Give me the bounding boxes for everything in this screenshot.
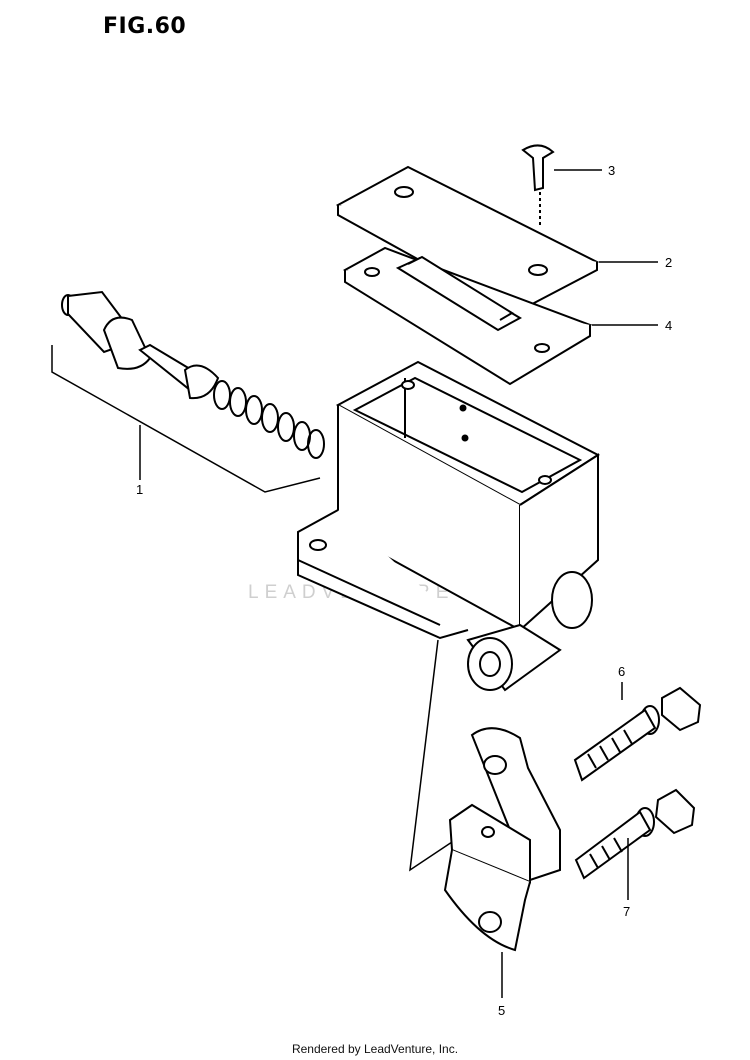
callout-2: 2 xyxy=(665,255,672,270)
part-5-clamp xyxy=(443,727,561,952)
part-7-bolt xyxy=(574,788,696,880)
footer-credit: Rendered by LeadVenture, Inc. xyxy=(291,1042,459,1056)
part-2-cap xyxy=(335,165,600,315)
master-cylinder-body xyxy=(297,360,600,692)
spring-coils xyxy=(213,380,325,459)
callout-4: 4 xyxy=(665,318,672,333)
part-3-screw xyxy=(521,144,555,228)
callout-5: 5 xyxy=(498,1003,505,1018)
callout-3: 3 xyxy=(608,163,615,178)
part-6-bolt xyxy=(573,686,702,782)
callout-7: 7 xyxy=(623,904,630,919)
part-4-diaphragm xyxy=(343,246,593,386)
callout-numbers: 3 2 4 1 6 7 5 xyxy=(136,163,672,1018)
part-1-piston xyxy=(61,290,325,459)
leader-body-to-clamp xyxy=(409,639,471,872)
callout-6: 6 xyxy=(618,664,625,679)
callout-leaders xyxy=(139,169,658,998)
figure-title: FIG.60 xyxy=(103,14,187,39)
callout-1: 1 xyxy=(136,482,143,497)
callout-bracket-1 xyxy=(51,345,321,493)
